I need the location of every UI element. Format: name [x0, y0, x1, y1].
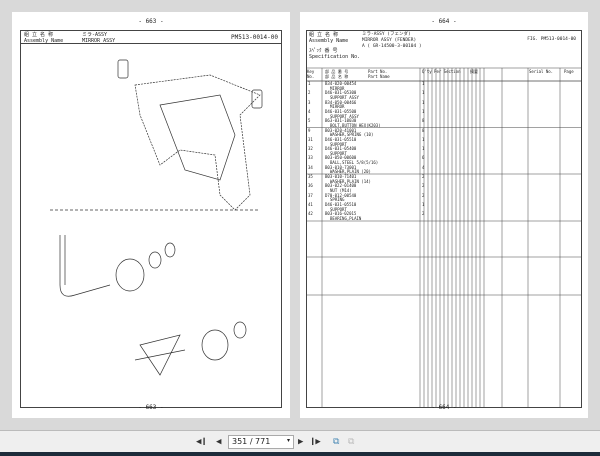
part-name: MIRROR: [330, 85, 345, 91]
part-number: B03-020-41001: [325, 127, 357, 133]
part-name: BEARING,PLAIN: [330, 215, 362, 221]
quantity: 2: [422, 183, 425, 189]
header-part-no: Part No.: [368, 69, 388, 74]
quantity: 1: [422, 146, 425, 152]
key: 31: [308, 136, 313, 142]
key: 9: [308, 127, 311, 133]
key: 36: [308, 183, 313, 189]
quantity: 1: [422, 108, 425, 114]
part-number: B03-010-73001: [325, 164, 357, 170]
figure-number: FIG. PM513-0014-00: [527, 37, 576, 42]
key: 41: [308, 201, 313, 207]
page-number-top: - 664 -: [431, 18, 457, 25]
quantity: 2: [422, 174, 425, 179]
chevron-down-icon[interactable]: ▾: [286, 437, 290, 444]
key: 42: [308, 211, 313, 217]
drawing-frame: [20, 30, 282, 408]
quantity: 2: [422, 211, 425, 217]
part-number: B03-010-71401: [325, 174, 357, 179]
part-name: NUT (M14): [330, 188, 352, 193]
part-number: B03-016-02015: [325, 211, 357, 217]
key: 1: [308, 81, 311, 86]
header-serial: Serial No.: [529, 69, 554, 74]
part-number: D70-012-00540: [325, 192, 357, 198]
quantity: 1: [422, 90, 425, 96]
page-number-bottom: - 663 -: [138, 404, 164, 411]
quantity: 1: [422, 99, 425, 105]
part-name: SUPPORT: [330, 141, 347, 147]
quantity: 6: [422, 155, 425, 161]
page-number-bottom: - 664 -: [431, 404, 457, 411]
part-name: SUPPORT: [330, 206, 347, 212]
part-number: D46-031-05400: [325, 146, 357, 152]
quantity: 1: [422, 201, 425, 207]
part-number: B34-050-00466: [325, 99, 357, 105]
part-number: B34-020-00454: [325, 81, 357, 86]
key: 2: [308, 90, 311, 96]
exploded-diagram: [50, 59, 263, 376]
part-name: BALL,STEEL 5/8(5/16): [330, 160, 379, 166]
part-number: D46-031-05300: [325, 90, 357, 96]
part-name: SUPPORT ASSY: [330, 113, 359, 119]
quantity: 8: [422, 118, 425, 124]
key: 4: [308, 108, 311, 114]
header-qty: Q'ty Per Section: [422, 69, 461, 74]
part-number: D46-031-05510: [325, 136, 357, 142]
part-name: WASHER,SPRING (10): [330, 132, 374, 138]
assembly-name: ミラ-ASSY (フェンダ)MIRROR ASSY (FENDER)A ( GR…: [362, 32, 422, 49]
quantity: 4: [422, 164, 425, 170]
part-number: D46-031-05510: [325, 201, 357, 207]
key: 32: [308, 146, 313, 152]
part-number: B03-050-00600: [325, 155, 357, 161]
part-name: WASHER,PLAIN (20): [330, 169, 371, 175]
quantity: 2: [422, 192, 425, 198]
header-part-no-jp: 部 品 番 号: [325, 69, 349, 74]
part-name: MIRROR: [330, 104, 345, 110]
figure-number: PM513-0014-00: [231, 34, 278, 41]
next-page-button[interactable]: ▶: [298, 437, 304, 447]
page-number-input[interactable]: 351 / 771▾: [228, 435, 294, 449]
quantity: 8: [422, 127, 425, 133]
quantity: 1: [422, 136, 425, 142]
part-number: B03-022-01400: [325, 183, 357, 189]
previous-page-button[interactable]: ◀: [216, 437, 222, 447]
page-number-top: - 663 -: [138, 18, 164, 25]
window-icon[interactable]: ⧉: [348, 437, 355, 447]
last-page-button[interactable]: ❙▶: [310, 437, 321, 447]
viewer-toolbar: ◀❙ ◀ 351 / 771▾ ▶ ❙▶ ⧉ ⧉: [0, 430, 600, 452]
quantity: 1: [422, 81, 425, 86]
copy-page-icon[interactable]: ⧉: [333, 437, 340, 447]
part-name: SUPPORT ASSY: [330, 95, 359, 100]
header-page: Page: [564, 69, 574, 74]
part-name: SPRING: [330, 197, 345, 203]
header-remarks: 摘要: [470, 69, 478, 74]
part-name: SUPPORT: [330, 150, 347, 156]
table-grid: [306, 67, 582, 408]
key: 35: [308, 174, 313, 179]
header-part-name: Part Name: [368, 74, 390, 79]
part-name: BOLT,BUTTON HEX(K203): [330, 122, 381, 128]
first-page-button[interactable]: ◀❙: [196, 437, 207, 447]
key: 37: [308, 192, 313, 198]
part-number: B63-031-10030: [325, 118, 357, 124]
key: 5: [308, 118, 311, 124]
part-name: WASHER,PLAIN (14): [330, 178, 371, 184]
part-number: D46-031-05500: [325, 108, 357, 114]
header-key: Key No.: [307, 69, 315, 79]
key: 33: [308, 155, 313, 161]
key: 3: [308, 99, 311, 105]
key: 34: [308, 164, 313, 170]
header-divider: [20, 30, 282, 44]
taskbar: [0, 452, 600, 456]
header-part-name-jp: 部 品 名 称: [325, 74, 349, 79]
